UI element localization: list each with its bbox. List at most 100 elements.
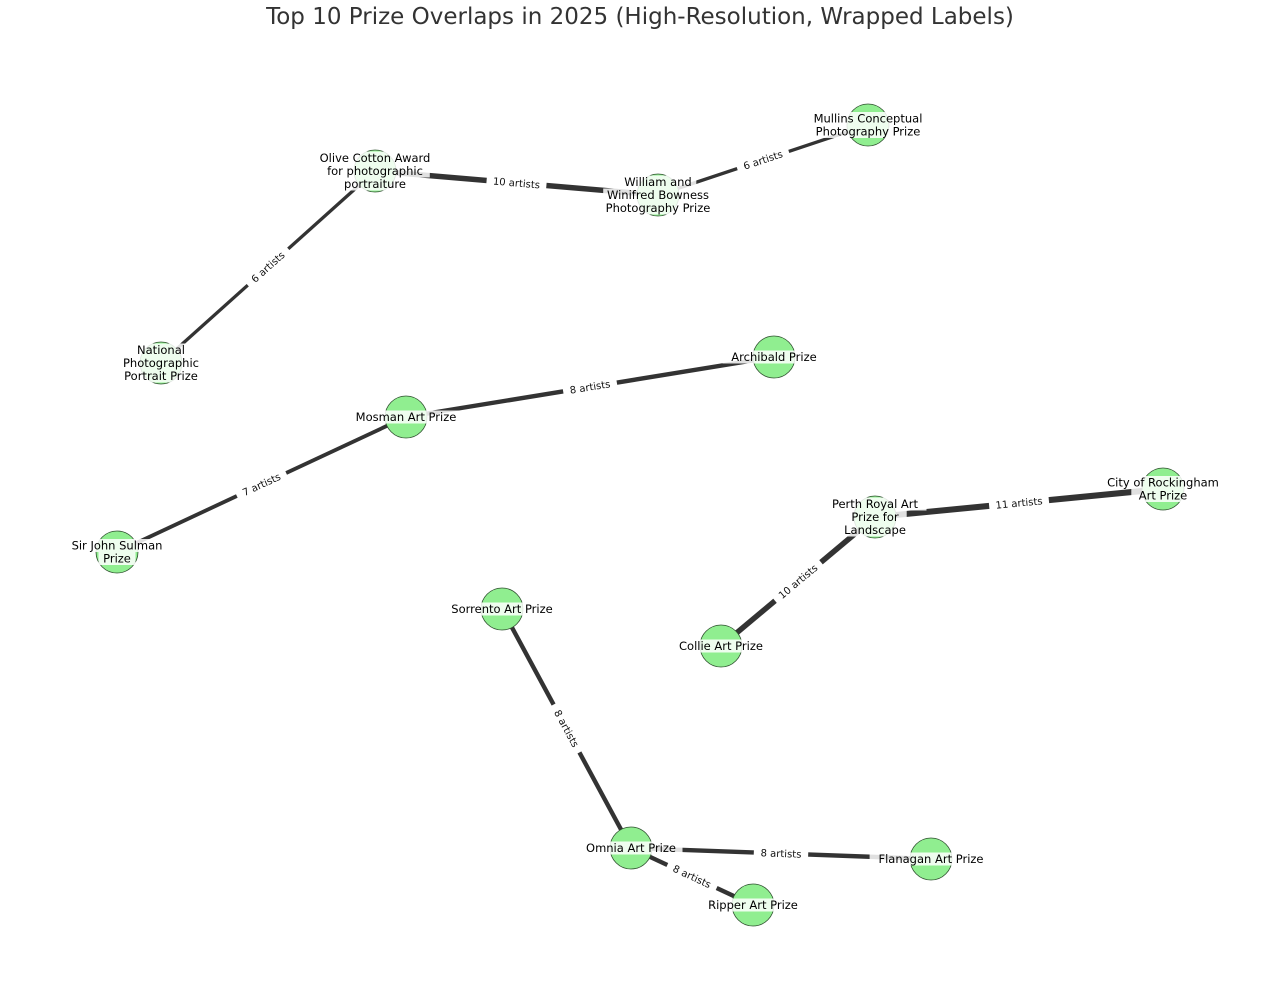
node-label-bg (351, 410, 461, 424)
edge-label-text: 10 artists (777, 563, 820, 602)
node-label-line: Perth Royal Art (832, 497, 919, 511)
node-label-line: Omnia Art Prize (586, 841, 676, 855)
node-label-bg (823, 497, 927, 511)
node-label-line: Prize (103, 552, 131, 566)
node-label-bg (579, 841, 683, 855)
node-label-bg (698, 898, 808, 912)
node-label-line: Sorrento Art Prize (451, 602, 552, 616)
node-label-ripper: Ripper Art Prize (698, 898, 808, 912)
edge-label-bg (664, 859, 720, 894)
node-label-line: Landscape (844, 523, 906, 537)
node-label-line: Archibald Prize (731, 350, 816, 364)
node-label-bg (313, 151, 437, 165)
node-label-archibald: Archibald Prize (722, 350, 826, 364)
node-label-bg (619, 175, 697, 189)
edge-label-text: 11 artists (995, 496, 1043, 512)
node-label-line: Prize for (851, 510, 899, 524)
edge-label-bg (735, 145, 791, 175)
node-label-sorrento: Sorrento Art Prize (440, 602, 564, 616)
node-label-bg (843, 523, 907, 537)
node-label-line: National (137, 343, 185, 357)
node-label-line: William and (624, 175, 691, 189)
edge-label-text: 10 artists (492, 177, 540, 192)
edge-label-text: 6 artists (250, 250, 288, 285)
node-label-bg (440, 602, 564, 616)
node-label-omnia: Omnia Art Prize (579, 841, 683, 855)
node-label-line: Mullins Conceptual (814, 112, 923, 126)
edge-label-bg (243, 244, 293, 290)
node-label-line: Collie Art Prize (679, 639, 763, 653)
node-label-line: portraiture (344, 177, 406, 191)
edge-label-bg (548, 701, 585, 756)
node-label-bg (132, 343, 190, 357)
edge-label: 6 artists (735, 145, 791, 175)
edge-label: 6 artists (243, 244, 293, 290)
node-label-mosman: Mosman Art Prize (351, 410, 461, 424)
edge-label: 8 artists (753, 846, 809, 861)
edge-label: 11 artists (988, 494, 1050, 512)
node-label-line: Art Prize (1139, 489, 1188, 503)
edge-label-bg (486, 174, 547, 192)
node-label-line: Photographic (123, 356, 199, 370)
edge-mosman-archibald: 8 artists (405, 354, 775, 420)
node-label-bg (809, 125, 927, 138)
node-label-bg (722, 350, 826, 364)
node-label-line: Olive Cotton Award (320, 151, 431, 165)
node-label-line: Flanagan Art Prize (878, 852, 983, 866)
edge-label-text: 8 artists (671, 864, 713, 891)
edge-label-bg (771, 557, 825, 606)
edge-perth-rockingham: 11 artists (874, 485, 1164, 521)
edge-label-text: 6 artists (742, 149, 784, 172)
edge-label-text: 8 artists (569, 379, 611, 396)
edge-label: 8 artists (548, 701, 585, 756)
node-label-line: Photography Prize (816, 125, 921, 139)
edge-olive-national: 6 artists (159, 169, 377, 365)
node-label-bg (98, 552, 136, 565)
node-label-flanagan: Flanagan Art Prize (869, 852, 993, 866)
node-label-bg (119, 356, 203, 370)
edges-layer: 10 artists 6 artists 6 artists 8 artists 7 a… (116, 123, 1164, 907)
node-label-bg (320, 164, 430, 178)
edge-label-text: 8 artists (760, 848, 801, 860)
node-label-bg (869, 852, 993, 866)
node-label-line: Mosman Art Prize (356, 410, 457, 424)
node-label-collie: Collie Art Prize (666, 639, 776, 653)
edge-label: 10 artists (771, 557, 825, 606)
chart-title: Top 10 Prize Overlaps in 2025 (High-Reso… (266, 4, 1014, 30)
edge-label-text: 7 artists (241, 472, 283, 499)
edge-sorrento-omnia: 8 artists (500, 607, 633, 850)
node-label-line: Ripper Art Prize (708, 898, 798, 912)
node-label-bg (666, 639, 776, 653)
edge-label-bg (988, 494, 1050, 512)
edge-label: 8 artists (664, 859, 720, 894)
node-label-line: Photography Prize (606, 201, 711, 215)
node-label-bg (1101, 476, 1225, 489)
edge-mosman-sulman: 7 artists (116, 415, 407, 554)
edge-label-bg (234, 467, 289, 502)
node-label-bg (603, 188, 713, 202)
node-label-line: Winifred Bowness (607, 188, 709, 202)
node-label-bg (336, 177, 414, 191)
node-label-line: City of Rockingham (1107, 476, 1219, 490)
node-label-bg (112, 369, 210, 383)
edge-label: 7 artists (234, 467, 289, 502)
node-label-line: Sir John Sulman (72, 539, 163, 553)
node-label-bg (599, 201, 717, 215)
edge-label: 8 artists (562, 376, 618, 398)
nodes-layer (95, 103, 1185, 927)
edge-label-bg (753, 846, 809, 861)
node-label-line: Portrait Prize (124, 369, 198, 383)
edge-label-bg (562, 376, 618, 398)
node-label-bg (806, 112, 930, 125)
node-label-bg (1131, 489, 1195, 502)
node-label-bg (843, 510, 907, 524)
